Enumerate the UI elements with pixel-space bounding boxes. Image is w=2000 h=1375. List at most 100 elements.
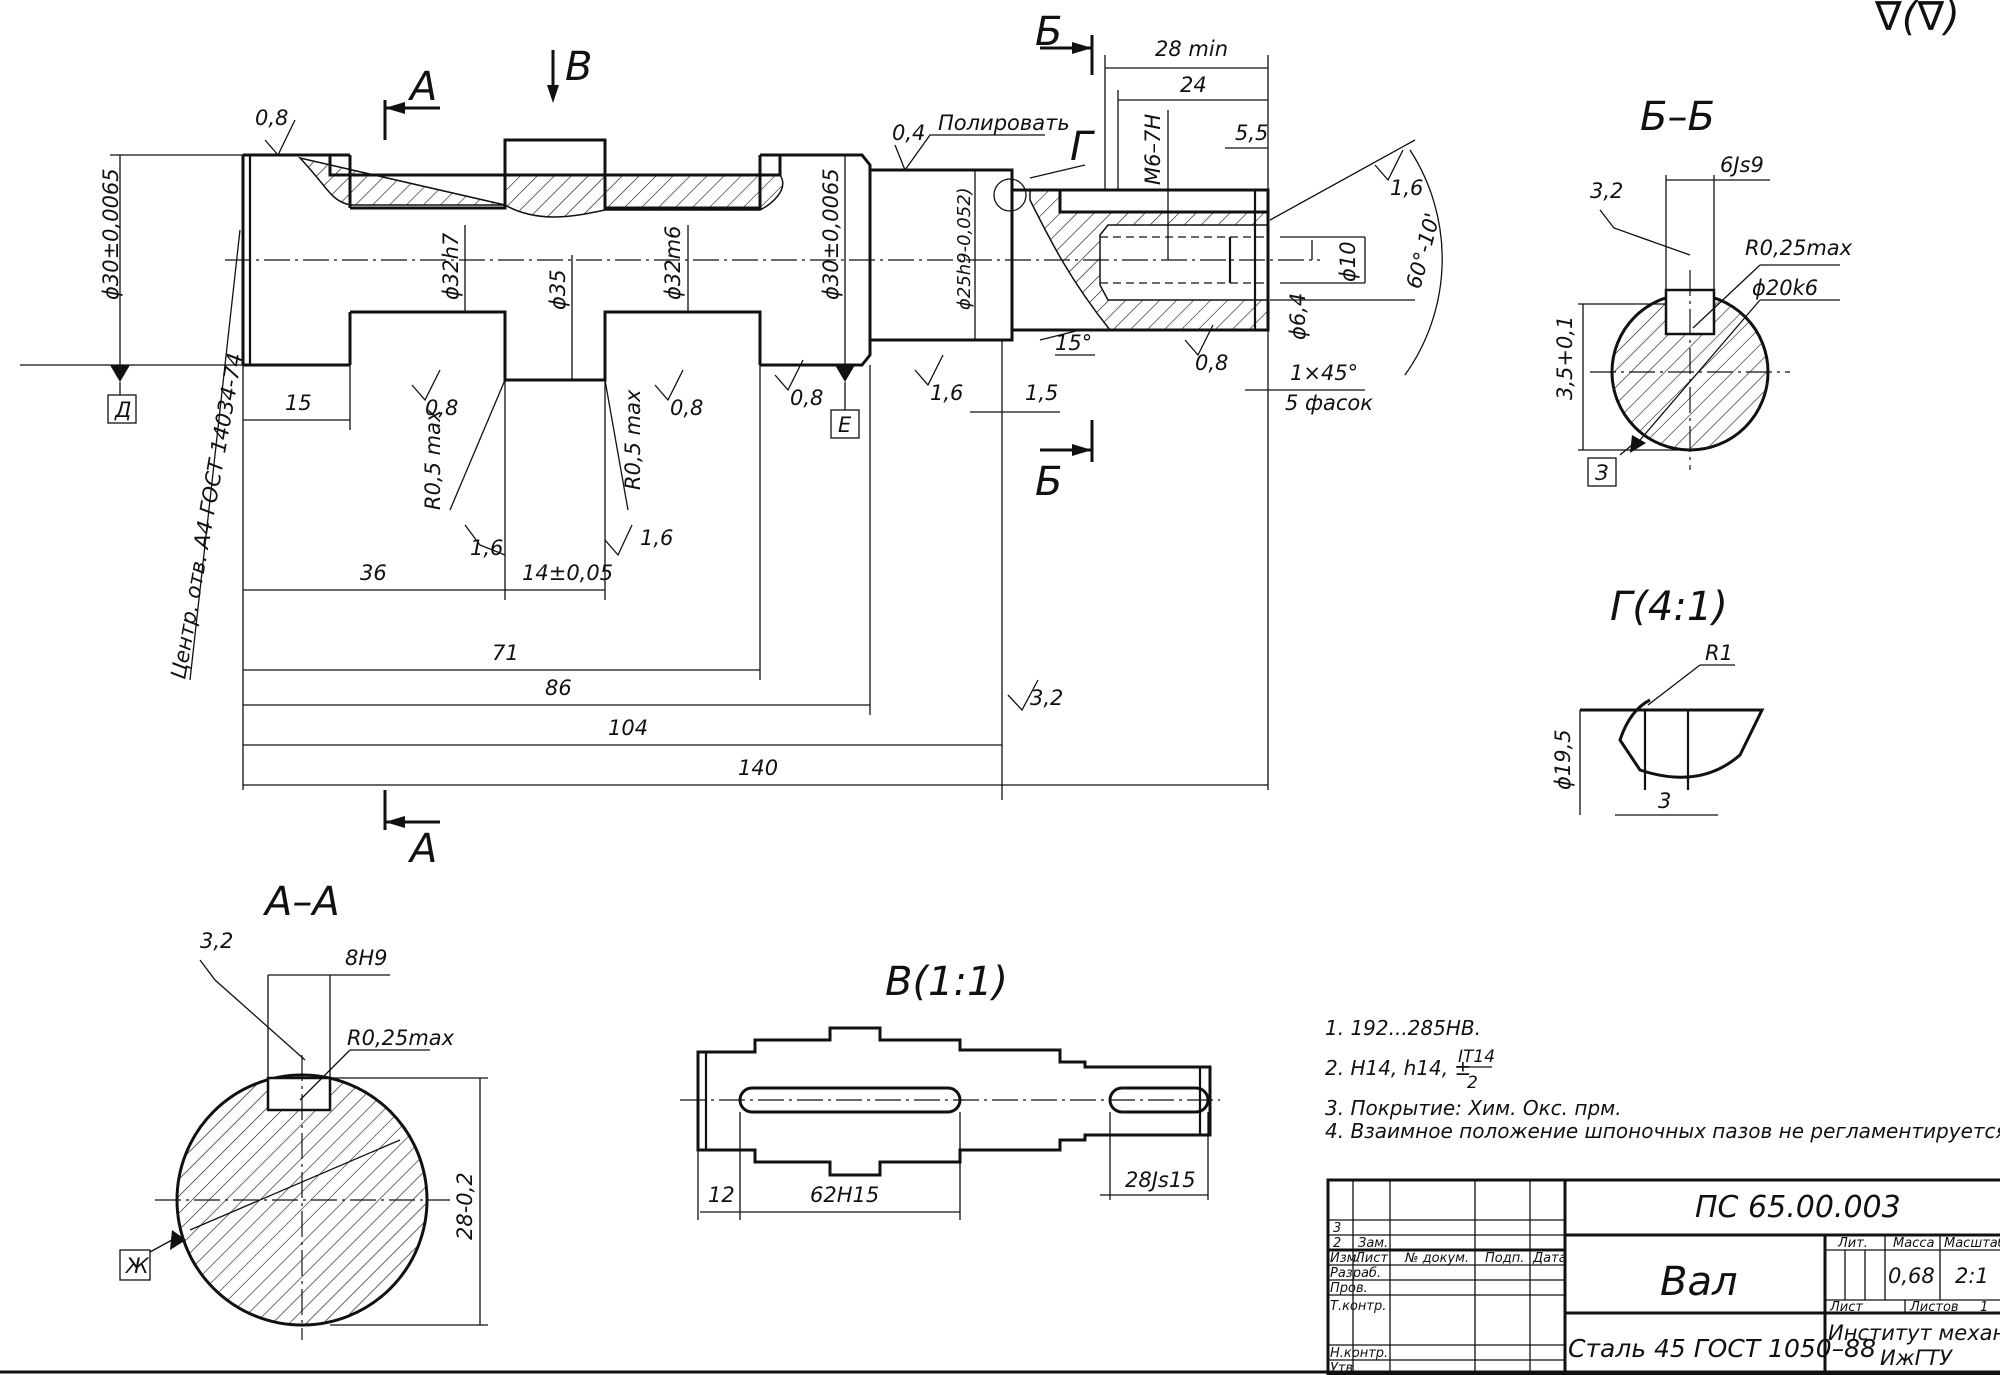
roughness-08-b: 0,8 <box>670 396 703 420</box>
view-v-dim-62: 62H15 <box>810 1183 879 1207</box>
view-v-label: В <box>565 44 592 90</box>
section-bb-datum: З <box>1595 461 1608 485</box>
tb-razrab: Разраб. <box>1330 1266 1381 1281</box>
dim-104: 104 <box>608 716 648 740</box>
section-b-label-bottom: Б <box>1035 459 1062 505</box>
tb-mass: 0,68 <box>1888 1264 1935 1288</box>
view-v: В(1:1) 12 62H15 28Js15 <box>680 959 1220 1220</box>
dim-d35: ϕ35 <box>546 269 570 310</box>
tb-izm: Изм. <box>1330 1251 1361 1266</box>
roughness-08-c: 0,8 <box>790 386 823 410</box>
datum-e: Е <box>838 413 852 437</box>
detail-g: Г(4:1) ϕ19,5 3 R1 <box>1551 584 1765 816</box>
section-bb-radius: R0,25max <box>1745 236 1853 260</box>
dim-m6-7h: M6–7H <box>1141 114 1165 185</box>
note-4: 4. Взаимное положение шпоночных пазов не… <box>1325 1119 2000 1143</box>
tb-tkontr: Т.контр. <box>1330 1299 1386 1314</box>
note-2-fraction-bottom: 2 <box>1467 1073 1478 1093</box>
dim-71: 71 <box>492 641 519 665</box>
note-1: 1. 192...285НВ. <box>1325 1016 1481 1040</box>
roughness-16-a: 1,6 <box>930 381 963 405</box>
tb-row2: 2 <box>1333 1236 1341 1251</box>
segment-d30-left <box>241 153 350 367</box>
tb-org-line1: Институт механики <box>1828 1321 2000 1345</box>
dim-15: 15 <box>285 391 312 415</box>
dim-chamfer: 1×45° <box>1290 361 1358 385</box>
section-bb-diameter: ϕ20k6 <box>1752 276 1818 300</box>
hatched-section-a <box>297 156 784 218</box>
dim-d32m6: ϕ32m6 <box>661 226 685 300</box>
section-b-label-top: Б <box>1035 9 1062 55</box>
view-v-outline <box>696 1026 1212 1177</box>
detail-g-outline <box>1580 698 1765 779</box>
section-aa-roughness: 3,2 <box>200 929 233 953</box>
detail-g-length: 3 <box>1658 789 1671 813</box>
view-v-keyway-a <box>738 1086 962 1114</box>
section-aa-title: А–А <box>262 879 340 925</box>
dim-140: 140 <box>738 756 778 780</box>
dim-14: 14±0,05 <box>522 561 613 585</box>
dim-d10: ϕ10 <box>1336 241 1360 282</box>
dim-r05-a: R0,5 max <box>421 409 445 510</box>
tb-data: Дата <box>1532 1251 1567 1266</box>
title-block: 3 2 Зам. Изм. Лист № докум. Подп. Дата Р… <box>0 1178 2000 1375</box>
center-hole-note: Центр. отв. А4 ГОСТ 14034-74 <box>166 351 247 681</box>
dim-d25h9: ϕ25h9-0,052) <box>954 187 975 310</box>
section-aa-key: 8H9 <box>345 946 388 970</box>
detail-g-diameter: ϕ19,5 <box>1551 729 1575 790</box>
tb-prov: Пров. <box>1330 1281 1368 1296</box>
detail-g-circle <box>993 178 1027 212</box>
roughness-16-c: 1,6 <box>640 526 673 550</box>
tb-nkontr: Н.контр. <box>1330 1346 1388 1361</box>
section-bb-depth: 3,5+0,1 <box>1553 316 1577 400</box>
note-2: 2. Н14, h14, ± <box>1325 1056 1471 1080</box>
tb-podp: Подп. <box>1485 1251 1524 1266</box>
section-aa: А–А 8H9 3,2 R0,25max 28-0,2 Ж <box>119 879 488 1340</box>
dim-d30-left: ϕ30±0,0065 <box>99 168 123 300</box>
key-slot-a <box>328 155 782 177</box>
dim-angle-15: 15° <box>1055 331 1092 355</box>
dim-d32h7: ϕ32h7 <box>439 232 463 300</box>
tb-sheets: Листов <box>1909 1300 1959 1315</box>
tb-row3: 3 <box>1333 1221 1341 1236</box>
note-3: 3. Покрытие: Хим. Окс. прм. <box>1325 1096 1622 1120</box>
tb-scale-label: Масштаб <box>1944 1236 2000 1251</box>
view-v-keyway-b <box>1108 1086 1210 1114</box>
datum-d: Д <box>114 398 131 422</box>
segment-d25 <box>870 168 1014 342</box>
detail-g-title: Г(4:1) <box>1610 584 1728 630</box>
key-slot-b <box>1058 190 1268 214</box>
note-2-fraction-top: IT14 <box>1458 1047 1495 1067</box>
tb-material: Сталь 45 ГОСТ 1050–88 <box>1568 1334 1876 1363</box>
dim-36: 36 <box>360 561 387 585</box>
tb-mass-label: Масса <box>1893 1236 1934 1251</box>
view-v-dim-12: 12 <box>708 1183 735 1207</box>
section-aa-depth: 28-0,2 <box>453 1172 477 1240</box>
roughness-16-d: 1,6 <box>1390 176 1423 200</box>
general-roughness-symbol: ∇(∇) <box>1874 0 1960 40</box>
section-aa-datum: Ж <box>124 1254 150 1278</box>
section-aa-radius: R0,25max <box>347 1026 455 1050</box>
dim-5-5: 5,5 <box>1235 121 1268 145</box>
detail-g-radius: R1 <box>1705 641 1733 665</box>
tb-doc-code: ПС 65.00.003 <box>1695 1190 1901 1225</box>
tb-scale: 2:1 <box>1955 1264 1989 1288</box>
roughness-32: 3,2 <box>1030 686 1063 710</box>
section-a-label-top: A <box>407 64 437 110</box>
dim-1-5: 1,5 <box>1025 381 1058 405</box>
view-v-title: В(1:1) <box>885 959 1008 1005</box>
dim-28min: 28 min <box>1155 37 1228 61</box>
section-bb: Б–Б 6Js9 3,2 R0,25max ϕ20k6 3,5+0,1 З <box>1553 94 1853 487</box>
dim-24: 24 <box>1180 73 1207 97</box>
section-bb-roughness: 3,2 <box>1590 179 1623 203</box>
section-bb-key: 6Js9 <box>1720 153 1764 177</box>
roughness-top-left: 0,8 <box>255 106 288 130</box>
dim-angle-60: 60°-10' <box>1402 210 1445 291</box>
technical-notes: 1. 192...285НВ. 2. Н14, h14, ± IT14 2 3.… <box>1325 1016 2000 1143</box>
tb-sheet: Лист <box>1829 1300 1863 1315</box>
detail-g-label: Г <box>1070 124 1095 170</box>
tb-zam: Зам. <box>1358 1236 1388 1251</box>
tb-ndok: № докум. <box>1404 1251 1469 1266</box>
roughness-08-d: 0,8 <box>1195 351 1228 375</box>
